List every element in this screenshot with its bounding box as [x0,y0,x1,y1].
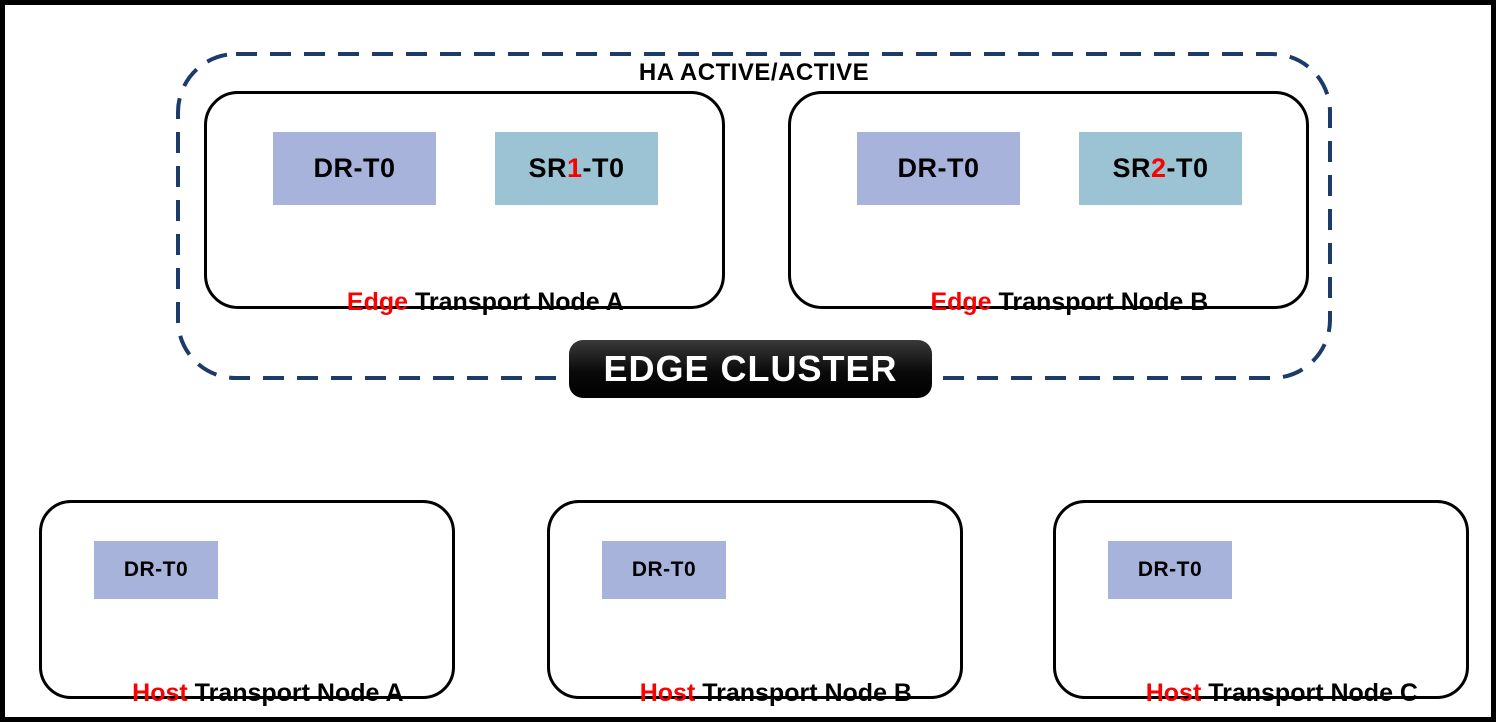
node-label-rest: Transport Node B [991,288,1209,316]
node-label: Host Transport Node A [42,650,452,717]
edge-cluster-label: EDGE CLUSTER [569,340,932,398]
sr-prefix: SR [528,153,567,183]
node-label-highlight: Edge [346,288,409,316]
host-transport-node-c: DR-T0 Host Transport Node C [1053,500,1469,707]
host-transport-node-b: DR-T0 Host Transport Node B [547,500,963,707]
host-transport-node-a: DR-T0 Host Transport Node A [39,500,455,707]
sr-prefix: SR [1112,153,1151,183]
dr-t0-box: DR-T0 [94,541,218,599]
dr-t0-box: DR-T0 [273,132,436,205]
node-label: Edge Transport Node B [791,259,1306,346]
sr-number: 1 [566,153,583,183]
dr-t0-box: DR-T0 [602,541,726,599]
sr-suffix: -T0 [582,153,625,183]
node-label: Host Transport Node C [1056,650,1466,717]
node-label-rest: Transport Node C [1201,679,1418,707]
node-label: Host Transport Node B [550,650,960,717]
node-label-highlight: Host [1145,679,1202,707]
node-label-rest: Transport Node B [695,679,912,707]
node-label-highlight: Edge [930,288,992,316]
dr-t0-box: DR-T0 [857,132,1020,205]
ha-mode-label: HA ACTIVE/ACTIVE [638,59,870,86]
node-label-highlight: Host [639,679,696,707]
node-label-highlight: Host [132,679,188,707]
node-label-rest: Transport Node A [187,679,404,707]
sr-number: 2 [1150,153,1167,183]
node-label-rest: Transport Node A [408,288,624,316]
dr-t0-box: DR-T0 [1108,541,1232,599]
node-label: Edge Transport Node A [207,259,722,346]
sr-suffix: -T0 [1166,153,1209,183]
